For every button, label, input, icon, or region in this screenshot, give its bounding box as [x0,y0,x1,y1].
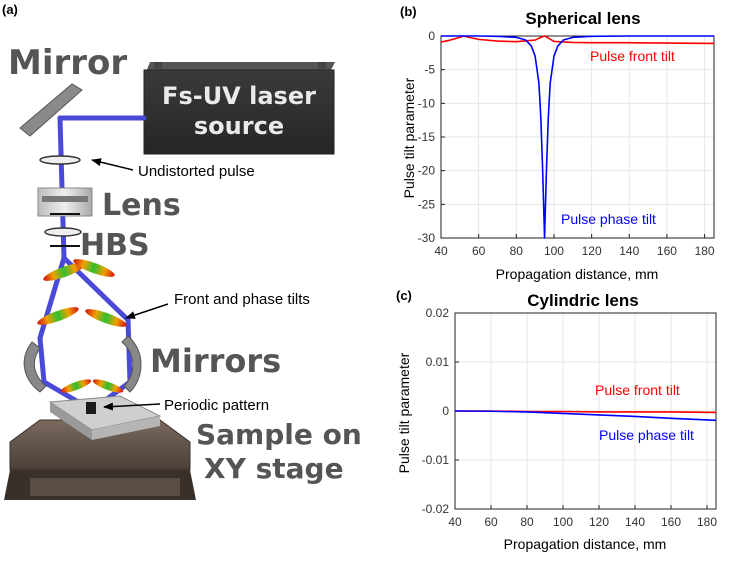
lens [37,187,93,217]
chart-b-ylabel: Pulse tilt parameter [401,77,417,198]
lens-label: Lens [102,188,181,223]
laser-source-box: Fs-UV laser source [143,62,335,155]
chart-c-xlabel: Propagation distance, mm [504,536,667,552]
chart-c-title: Cylindric lens [527,291,638,310]
x-tick-label: 120 [582,244,602,258]
y-tick-label: -10 [418,96,436,110]
x-tick-label: 40 [434,244,448,258]
sample-label-line2: XY stage [204,452,344,485]
y-tick-label: -30 [418,231,436,245]
callout-pattern: Periodic pattern [164,397,269,414]
panel-label-b: (b) [400,4,417,19]
panel-a-setup: (a) Fs-UV laser source Mirror Undisto [2,2,362,500]
undistorted-pulse-icon [39,155,81,165]
x-tick-label: 40 [448,515,462,529]
top-mirror [19,83,83,137]
y-tick-label: -0.02 [422,502,450,516]
right-mirror [121,335,142,393]
chart-b-xticks: 40 60 80 100 120 140 160 180 [434,234,715,258]
chart-b-grid [440,35,714,239]
panel-b-chart: (b) Spherical lens 40 60 80 100 120 140 160 180… [400,4,715,282]
callout-undistorted: Undistorted pulse [138,163,255,180]
chart-b-series-label-front: Pulse front tilt [590,48,675,64]
laser-front-face [143,69,335,155]
chart-b-yticks: 0 -5 -10 -15 -20 -25 -30 [418,29,445,245]
y-tick-label: -20 [418,164,436,178]
chart-b-xlabel: Propagation distance, mm [496,266,659,282]
callout-tilts: Front and phase tilts [174,291,310,308]
x-tick-label: 80 [510,244,524,258]
series-line-phase-tilt [441,35,714,239]
laser-label-line2: source [194,112,284,140]
x-tick-label: 100 [544,244,564,258]
panel-label-c: (c) [396,288,412,303]
y-tick-label: 0 [442,404,449,418]
panel-c-chart: (c) Cylindric lens 40 60 80 100 120 140 160 180… [396,288,717,552]
sample-label-line1: Sample on [196,418,362,451]
chart-c-yticks: 0.02 0.01 0 -0.01 -0.02 [422,306,459,516]
x-tick-label: 80 [520,515,534,529]
x-tick-label: 180 [695,244,715,258]
x-tick-label: 180 [697,515,717,529]
laser-label-line1: Fs-UV laser [162,82,316,110]
x-tick-label: 60 [484,515,498,529]
y-tick-label: 0 [428,29,435,43]
hbs-label: HBS [80,228,150,263]
y-tick-label: -25 [418,197,436,211]
y-tick-label: -5 [424,63,435,77]
chart-b-series [440,35,715,239]
hbs-element [44,227,82,237]
chart-c-ylabel: Pulse tilt parameter [396,352,412,473]
y-tick-label: 0.01 [426,355,450,369]
chart-b-title: Spherical lens [525,9,640,28]
chart-c-series [454,410,717,422]
mirrors-label: Mirrors [150,342,281,380]
x-tick-label: 120 [589,515,609,529]
x-tick-label: 160 [661,515,681,529]
mirror-label: Mirror [8,43,127,83]
y-tick-label: -15 [418,130,436,144]
chart-b-series-label-phase: Pulse phase tilt [561,211,656,227]
y-tick-label: 0.02 [426,306,450,320]
x-tick-label: 140 [619,244,639,258]
sample-stage [4,395,196,500]
series-line-phase-tilt [454,410,717,422]
x-tick-label: 160 [657,244,677,258]
left-mirror [23,341,47,393]
x-tick-label: 140 [625,515,645,529]
chart-c-series-label-phase: Pulse phase tilt [599,427,694,443]
x-tick-label: 60 [472,244,486,258]
y-tick-label: -0.01 [422,453,450,467]
chart-c-xticks: 40 60 80 100 120 140 160 180 [448,505,717,529]
x-tick-label: 100 [553,515,573,529]
chart-c-series-label-front: Pulse front tilt [595,382,680,398]
panel-label-a: (a) [2,2,18,17]
